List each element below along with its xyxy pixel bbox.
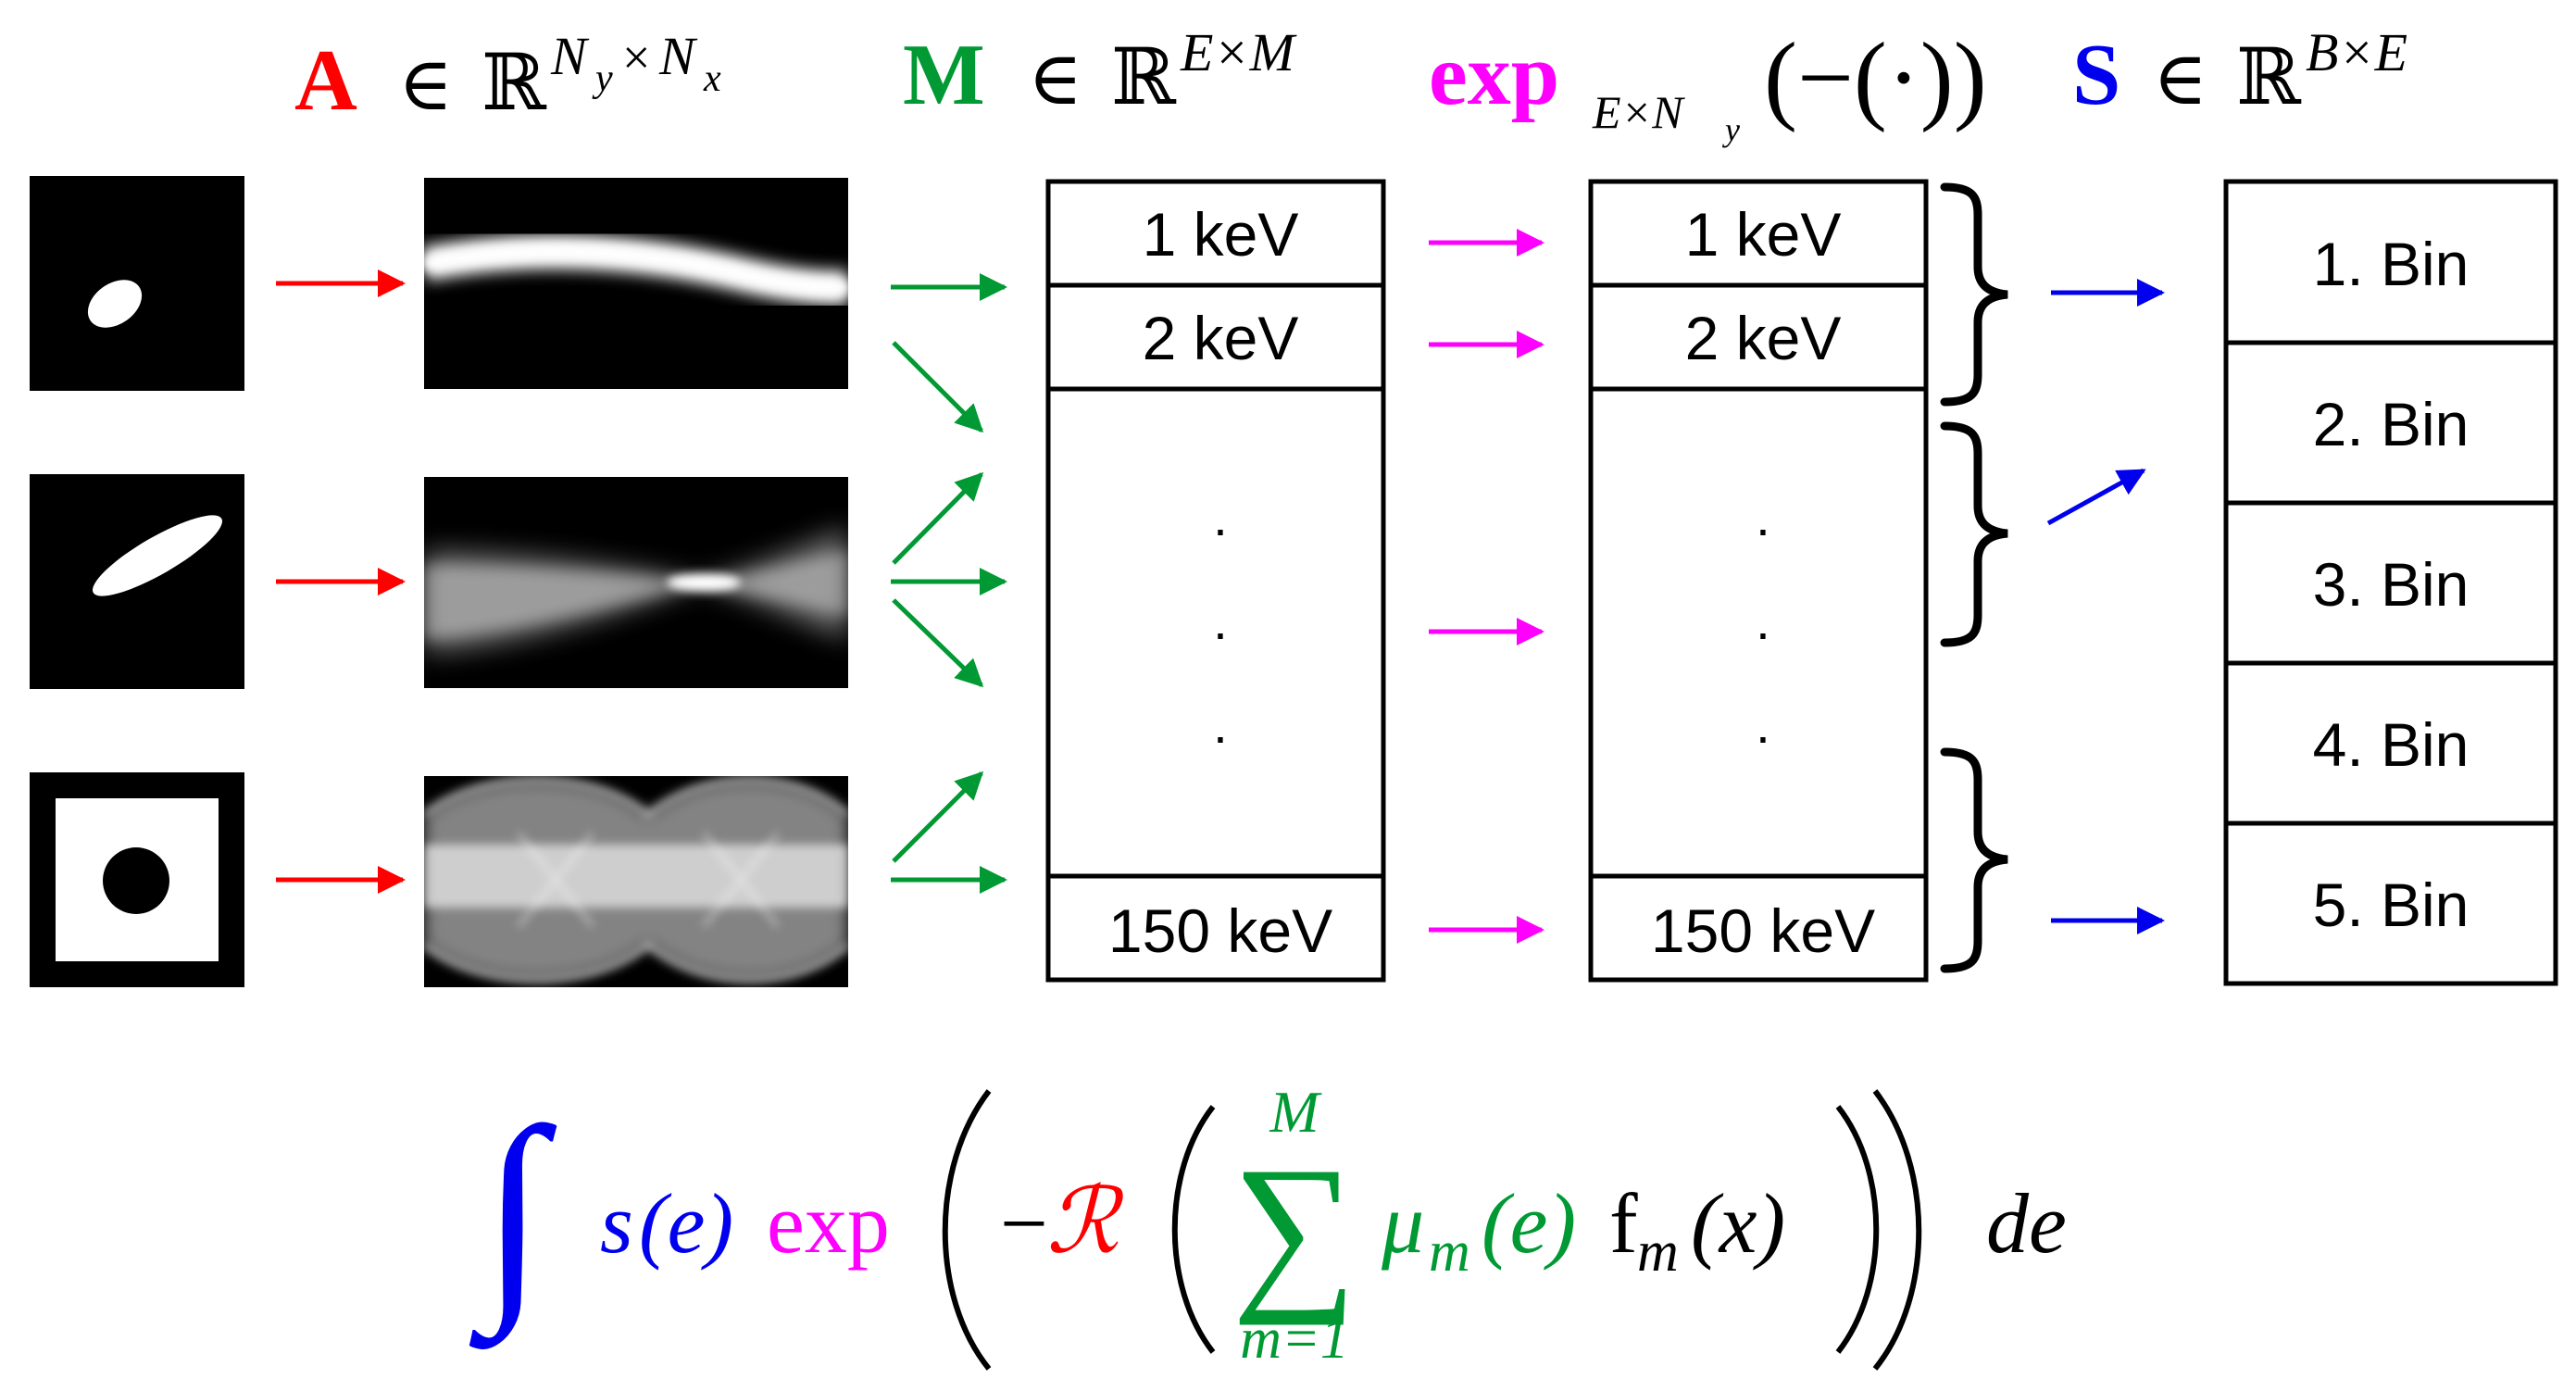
header-M-reals: ℝ [1111, 35, 1177, 121]
phantom-1-ellipse [87, 280, 143, 328]
header-exp: exp E×N y (−(·)) [1429, 23, 1987, 148]
header-S-in: ∈ [2153, 39, 2207, 120]
grouping-braces [1940, 182, 2008, 973]
header-exp-symbol: exp [1429, 27, 1559, 123]
sinogram-3 [424, 776, 848, 987]
header-exp-argument: (−(·)) [1764, 23, 1987, 133]
energy-1-ellipsis-dot: · [1212, 707, 1230, 765]
green-arrows [891, 273, 1007, 894]
header-S-symbol: S [2072, 27, 2120, 123]
formula-s-arg: (e) [639, 1176, 733, 1271]
header-S-reals: ℝ [2236, 35, 2302, 121]
energy-2-row-2kev: 2 keV [1685, 304, 1842, 372]
formula-sum-upper: M [1269, 1079, 1322, 1145]
blue-arrows [2046, 279, 2165, 934]
formula-paren-outer-left [942, 1089, 992, 1371]
header-A-sup-y: y [592, 57, 613, 100]
formula-de: de [1986, 1176, 2067, 1271]
phantom-1 [30, 176, 244, 391]
energy-column-1: 1 keV 2 keV 150 keV · · · [1045, 179, 1386, 983]
bin-column: 1. Bin 2. Bin 3. Bin 4. Bin 5. Bin [2223, 179, 2558, 986]
formula-paren-inner-right [1835, 1105, 1880, 1354]
red-arrows [276, 269, 406, 894]
header-A-reals: ℝ [481, 41, 547, 127]
green-arrow-2 [892, 341, 984, 433]
energy-2-ellipsis-dot: · [1755, 499, 1772, 558]
header-A-sup-n2: N [658, 26, 698, 86]
header-exp-sub: E×N [1592, 86, 1685, 138]
header-A-in: ∈ [398, 44, 453, 126]
bin-4: 4. Bin [2313, 710, 2470, 779]
green-arrow-3 [892, 471, 984, 565]
formula-f-sub: m [1637, 1221, 1679, 1284]
bin-3: 3. Bin [2313, 550, 2470, 619]
phantom-3-disc [103, 847, 169, 914]
header-A-symbol: A [294, 32, 357, 129]
phantom-2 [30, 474, 244, 689]
formula-paren-outer-right [1872, 1089, 1922, 1371]
formula-integral: ∫ [469, 1082, 557, 1349]
formula-exp: exp [767, 1176, 890, 1271]
green-arrow-5 [892, 598, 984, 688]
energy-1-row-150kev: 150 keV [1108, 896, 1332, 965]
formula-f-arg: (x) [1691, 1176, 1785, 1271]
header-M-in: ∈ [1028, 39, 1082, 120]
formula-sum-lower: m=1 [1240, 1308, 1349, 1371]
header-A: A ∈ ℝ N y × N x [294, 26, 721, 129]
header-M-symbol: M [903, 27, 985, 123]
phantom-2-ellipse [92, 515, 222, 596]
sinogram-2 [424, 477, 848, 688]
header-S: S ∈ ℝ B×E [2072, 22, 2407, 123]
brace-1 [1940, 182, 2008, 407]
energy-1-ellipsis-dot: · [1212, 603, 1230, 661]
energy-1-ellipsis-dot: · [1212, 499, 1230, 558]
phantom-3 [30, 772, 244, 987]
energy-2-row-150kev: 150 keV [1651, 896, 1875, 965]
brace-2 [1940, 421, 2008, 647]
bin-2: 2. Bin [2313, 390, 2470, 458]
energy-1-row-2kev: 2 keV [1143, 304, 1299, 372]
energy-2-row-1kev: 1 keV [1685, 200, 1842, 269]
formula-paren-inner-left [1171, 1105, 1216, 1354]
brace-3 [1940, 747, 2008, 973]
forward-model-formula: ∫ s (e) exp − ℛ M ∑ m=1 μ m (e) f m (x) … [469, 1079, 2067, 1371]
formula-sum: ∑ [1232, 1132, 1357, 1326]
header-M: M ∈ ℝ E×M [903, 22, 1297, 123]
formula-radon-operator: ℛ [1046, 1172, 1124, 1272]
blue-arrow-2 [2046, 468, 2146, 526]
energy-2-ellipsis-dot: · [1755, 603, 1772, 661]
header-A-sup-x: x [703, 57, 721, 100]
energy-2-ellipsis-dot: · [1755, 707, 1772, 765]
header-M-sup: E×M [1180, 22, 1297, 82]
energy-column-2: 1 keV 2 keV 150 keV · · · [1588, 179, 1929, 983]
green-arrow-6 [892, 771, 984, 863]
formula-s: s [600, 1176, 633, 1271]
header-exp-sub-y: y [1722, 111, 1740, 148]
header-A-sup-times: × [622, 30, 650, 85]
formula-mu: μ [1381, 1176, 1424, 1271]
sinogram-1 [424, 178, 848, 389]
bin-1: 1. Bin [2313, 230, 2470, 298]
formula-f: f [1609, 1176, 1638, 1271]
header-S-sup: B×E [2306, 22, 2407, 82]
bin-5: 5. Bin [2313, 871, 2470, 939]
energy-1-row-1kev: 1 keV [1143, 200, 1299, 269]
magenta-arrows [1429, 229, 1544, 944]
header-A-sup-n: N [550, 26, 590, 86]
formula-mu-sub: m [1429, 1221, 1470, 1284]
formula-minus: − [1000, 1176, 1048, 1271]
formula-mu-arg: (e) [1482, 1176, 1576, 1271]
